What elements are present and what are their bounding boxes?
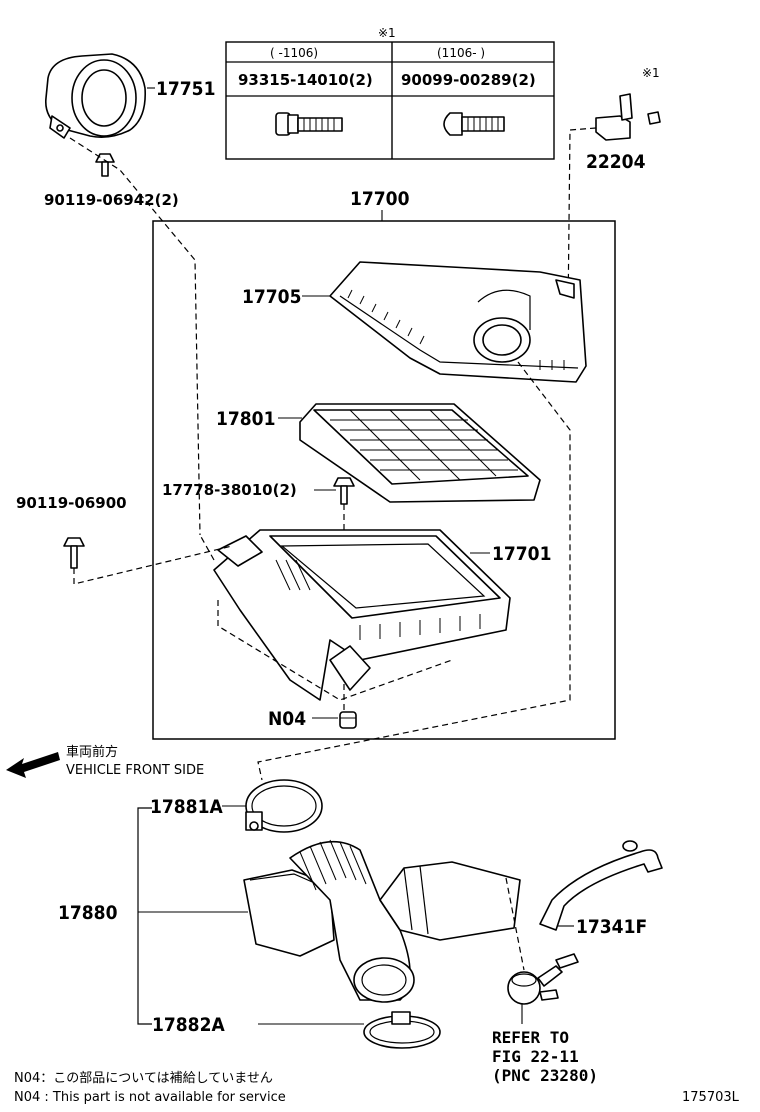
label-90119-06900: 90119-06900	[16, 494, 127, 512]
label-17341f: 17341F	[576, 916, 647, 938]
label-17701: 17701	[492, 543, 551, 565]
direction-en: VEHICLE FRONT SIDE	[66, 763, 204, 778]
part-17880-inlet-icon	[243, 839, 521, 1003]
table-note-mark: ※1	[378, 26, 396, 40]
assembly-17700-frame	[152, 220, 616, 740]
table-col2-header: (1106- )	[437, 46, 485, 60]
part-17751-duct-icon	[44, 53, 147, 139]
label-17705: 17705	[242, 286, 301, 308]
bolt-icon	[443, 112, 505, 136]
table-col1-header: ( -1106)	[270, 46, 318, 60]
bolt-with-washer-icon	[275, 112, 343, 136]
label-17882a: 17882A	[152, 1014, 225, 1036]
refer-line1: REFER TO	[492, 1028, 569, 1047]
refer-line2: FIG 22-11	[492, 1047, 579, 1066]
part-22204-sensor-icon	[595, 93, 661, 141]
label-22204: 22204	[586, 151, 646, 173]
screw-90119-06900-icon	[63, 537, 85, 569]
direction-jp: 車両前方	[66, 744, 118, 760]
note-jp: N04：この部品については補給していません	[14, 1071, 273, 1086]
part-17801-filter-icon	[299, 403, 541, 503]
bracket-lower	[137, 807, 152, 1025]
part-17341f-hose-icon	[539, 840, 663, 931]
label-90119-06942: 90119-06942(2)	[44, 191, 179, 209]
part-17705-cover-icon	[329, 261, 587, 383]
label-17778-38010: 17778-38010(2)	[162, 481, 297, 499]
label-17751: 17751	[156, 78, 215, 100]
note-en: N04 : This part is not available for ser…	[14, 1090, 286, 1105]
sensor-note-mark: ※1	[642, 66, 660, 80]
figure-id: 175703L	[682, 1090, 740, 1105]
part-n04-grommet-icon	[339, 711, 357, 729]
part-17882a-clamp-icon	[363, 1011, 441, 1049]
label-17880: 17880	[58, 902, 118, 924]
label-17801: 17801	[216, 408, 275, 430]
part-17881a-clamp-icon	[245, 779, 323, 833]
part-17701-case-icon	[213, 529, 511, 701]
label-n04: N04	[268, 708, 306, 730]
fastener-table: ※1 ( -1106) (1106- ) 93315-14010(2) 9009…	[225, 26, 555, 160]
refer-line3: (PNC 23280)	[492, 1066, 598, 1085]
table-col1-part: 93315-14010(2)	[238, 71, 373, 89]
vsv-valve-icon	[507, 953, 579, 1005]
screw-17778-icon	[333, 477, 355, 505]
label-17700: 17700	[350, 188, 410, 210]
table-col2-part: 90099-00289(2)	[401, 71, 536, 89]
screw-90119-06942-icon	[95, 153, 115, 177]
vehicle-front-arrow-icon	[6, 752, 60, 778]
label-17881a: 17881A	[150, 796, 223, 818]
